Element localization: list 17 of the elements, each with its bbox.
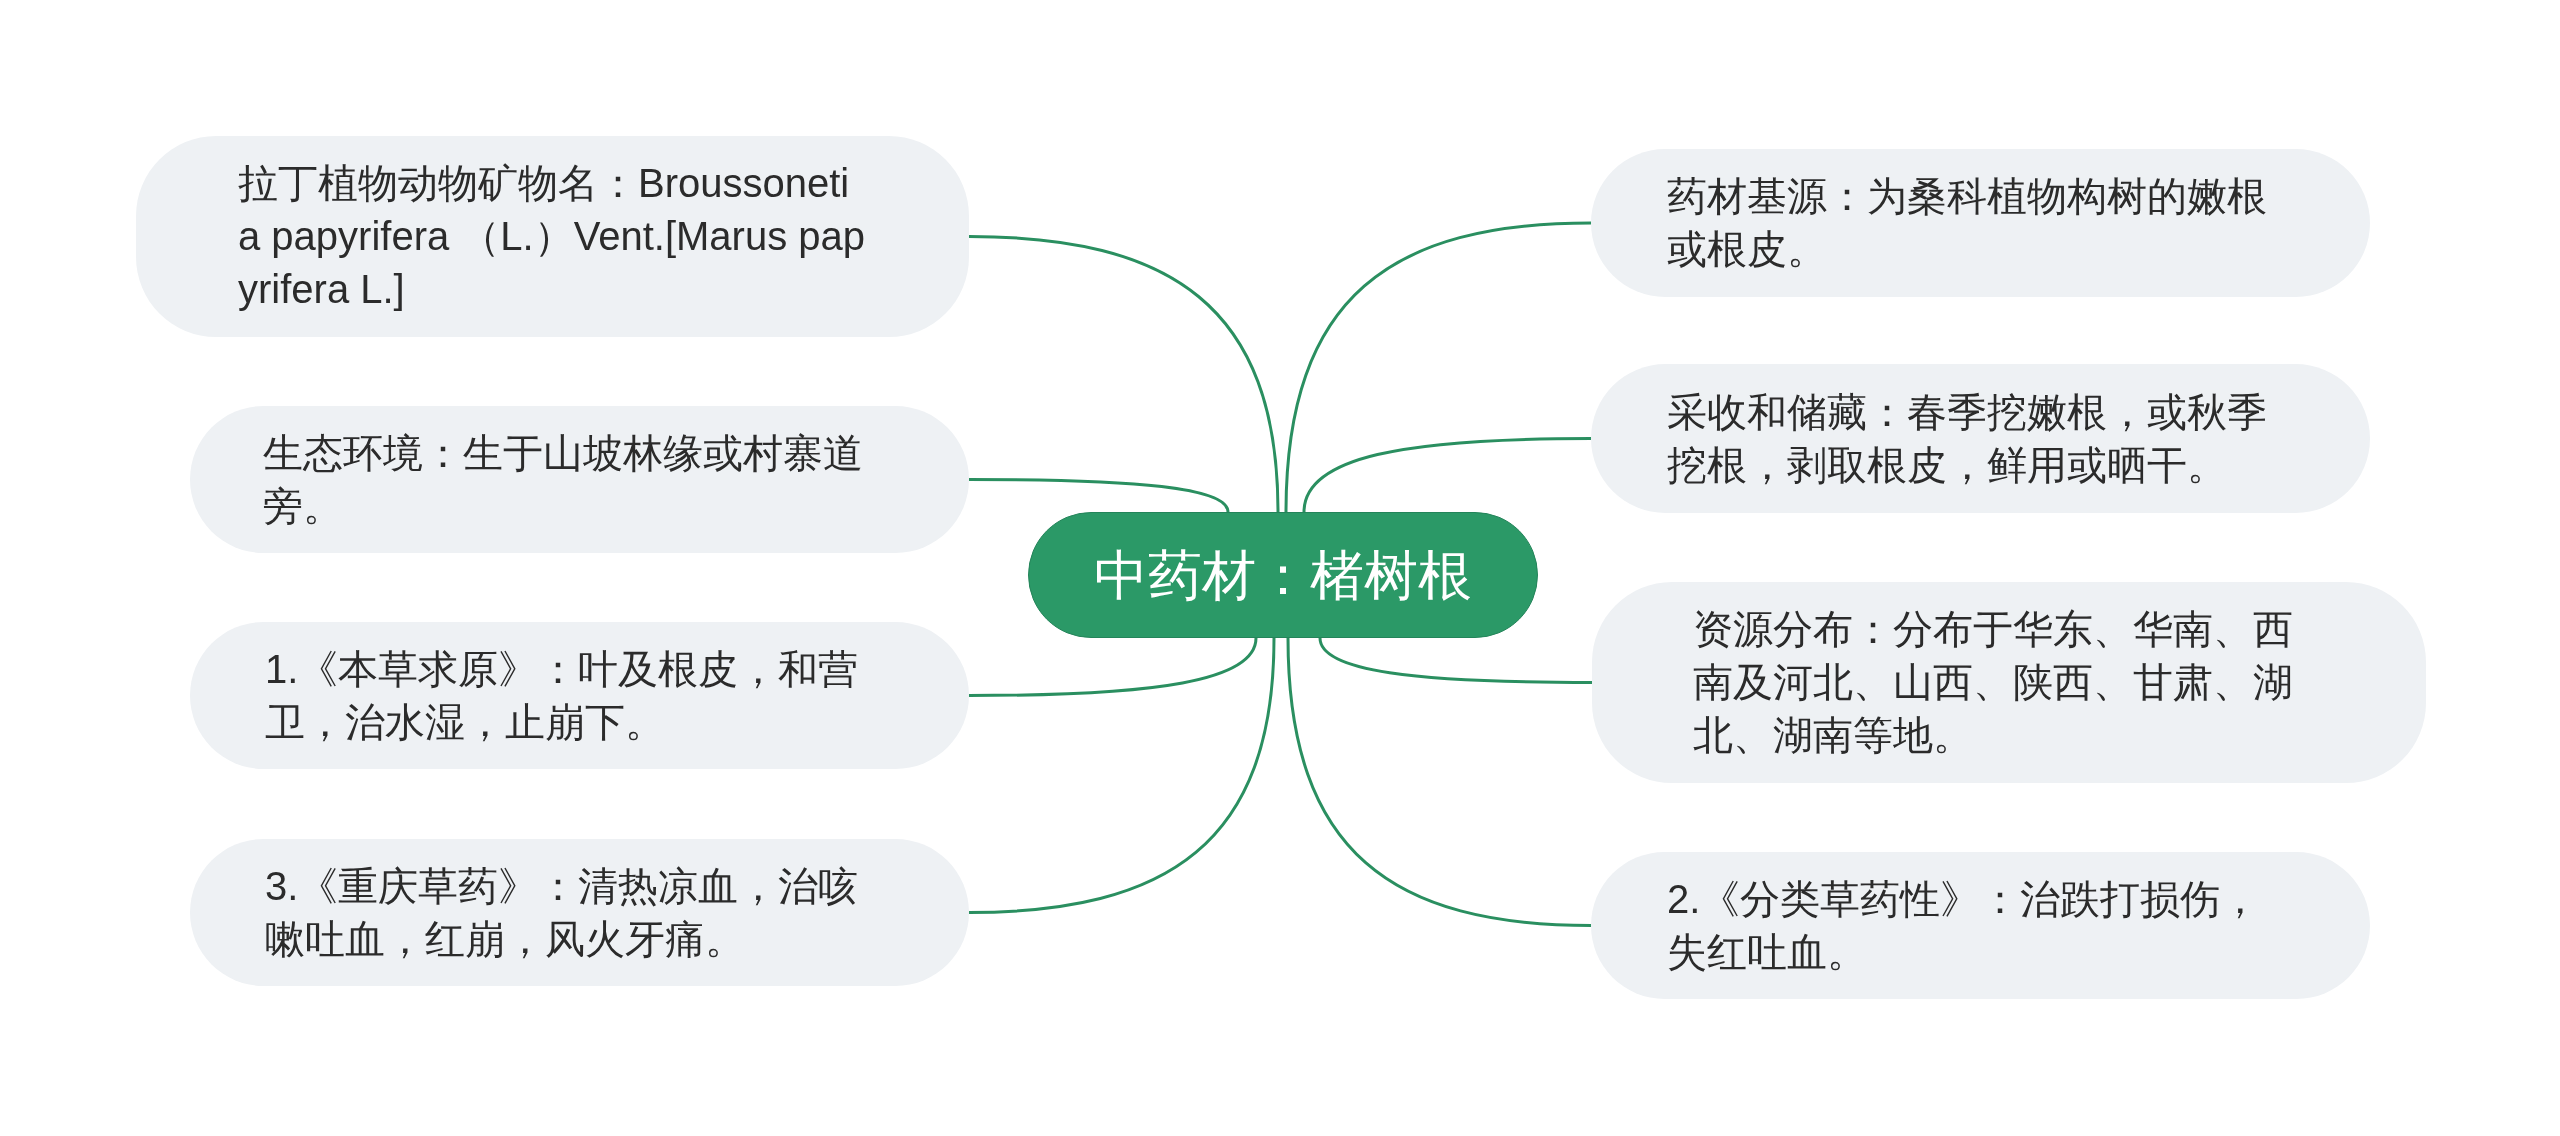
central-topic-box: 中药材：楮树根 — [1028, 512, 1538, 638]
connector-line — [969, 637, 1258, 697]
topic-box: 拉丁植物动物矿物名：Broussonetia papyrifera （L.）Vent.[Marus papyrifera L.] — [136, 136, 969, 337]
topic-box: 药材基源：为桑科植物构树的嫩根或根皮。 — [1591, 149, 2370, 297]
connector-line — [1284, 221, 1592, 513]
topic-box: 3.《重庆草药》：清热凉血，治咳嗽吐血，红崩，风火牙痛。 — [190, 839, 969, 986]
connector-line — [1286, 637, 1592, 927]
connector-line — [969, 478, 1230, 513]
connector-line — [1318, 637, 1592, 684]
topic-box: 资源分布：分布于华东、华南、西南及河北、山西、陕西、甘肃、湖北、湖南等地。 — [1592, 582, 2426, 783]
topic-box: 采收和储藏：春季挖嫩根，或秋季挖根，剥取根皮，鲜用或晒干。 — [1591, 364, 2370, 513]
connector-line — [968, 637, 1276, 914]
topic-box: 生态环境：生于山坡林缘或村寨道旁。 — [190, 406, 969, 553]
connector-line — [1302, 437, 1591, 513]
topic-box: 1.《本草求原》：叶及根皮，和营卫，治水湿，止崩下。 — [190, 622, 969, 769]
topic-box: 2.《分类草药性》：治跌打损伤，失红吐血。 — [1591, 852, 2370, 999]
connector-line — [968, 235, 1280, 513]
